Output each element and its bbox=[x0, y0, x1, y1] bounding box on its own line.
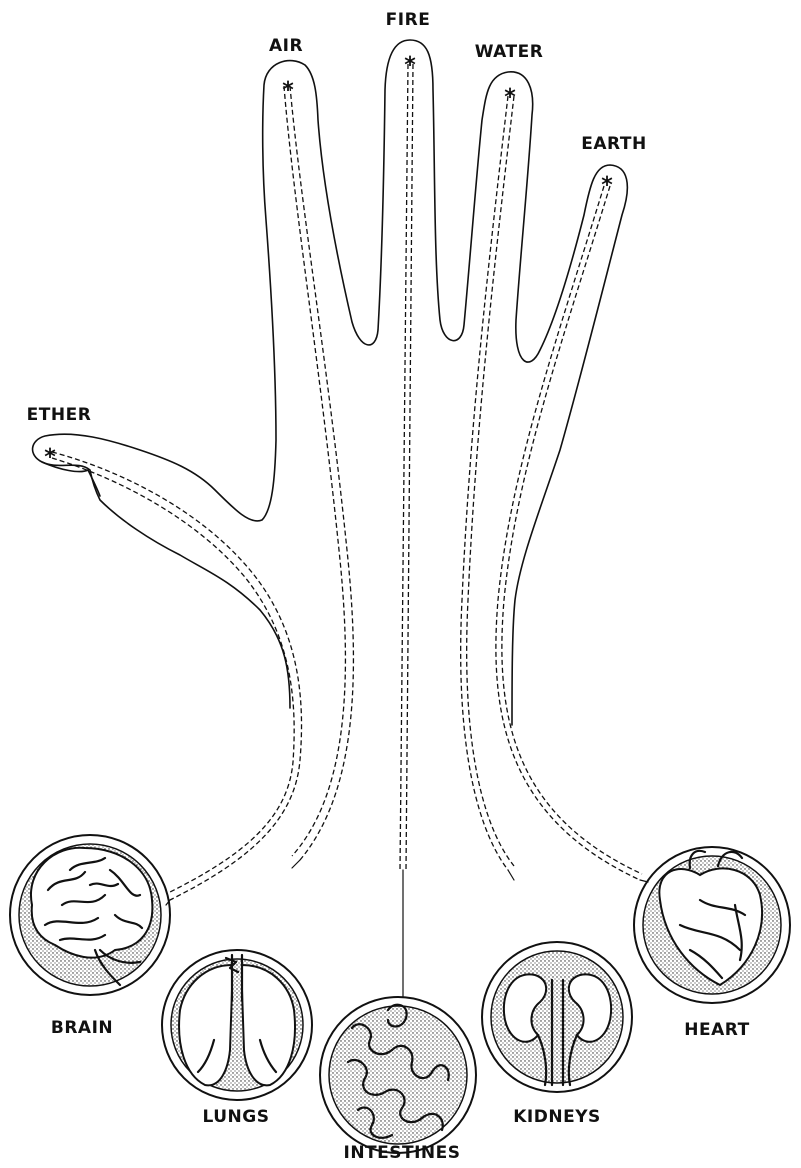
label-ether: ETHER bbox=[27, 405, 92, 425]
label-brain: BRAIN bbox=[51, 1018, 113, 1038]
air-point-marker: * bbox=[282, 78, 294, 103]
channel-air-lungs bbox=[284, 86, 353, 860]
label-air: AIR bbox=[269, 36, 303, 56]
channel-fire-intestines bbox=[400, 64, 413, 870]
label-kidneys: KIDNEYS bbox=[513, 1107, 601, 1127]
label-intestines: INTESTINES bbox=[343, 1143, 460, 1163]
label-water: WATER bbox=[475, 42, 544, 62]
intestines-medallion bbox=[320, 997, 476, 1153]
fire-point-marker: * bbox=[404, 53, 416, 78]
heart-medallion bbox=[634, 847, 790, 1003]
channel-ether-brain bbox=[52, 452, 302, 900]
label-heart: HEART bbox=[684, 1020, 749, 1040]
label-earth: EARTH bbox=[581, 134, 646, 154]
kidneys-medallion bbox=[482, 942, 632, 1092]
label-lungs: LUNGS bbox=[203, 1107, 270, 1127]
channel-water-kidneys bbox=[461, 96, 514, 870]
water-point-marker: * bbox=[504, 85, 516, 110]
hand-outline bbox=[33, 40, 628, 725]
brain-medallion bbox=[10, 835, 170, 995]
lungs-medallion bbox=[162, 950, 312, 1100]
ether-point-marker: * bbox=[44, 445, 56, 470]
label-fire: FIRE bbox=[386, 10, 431, 30]
earth-point-marker: * bbox=[601, 173, 613, 198]
